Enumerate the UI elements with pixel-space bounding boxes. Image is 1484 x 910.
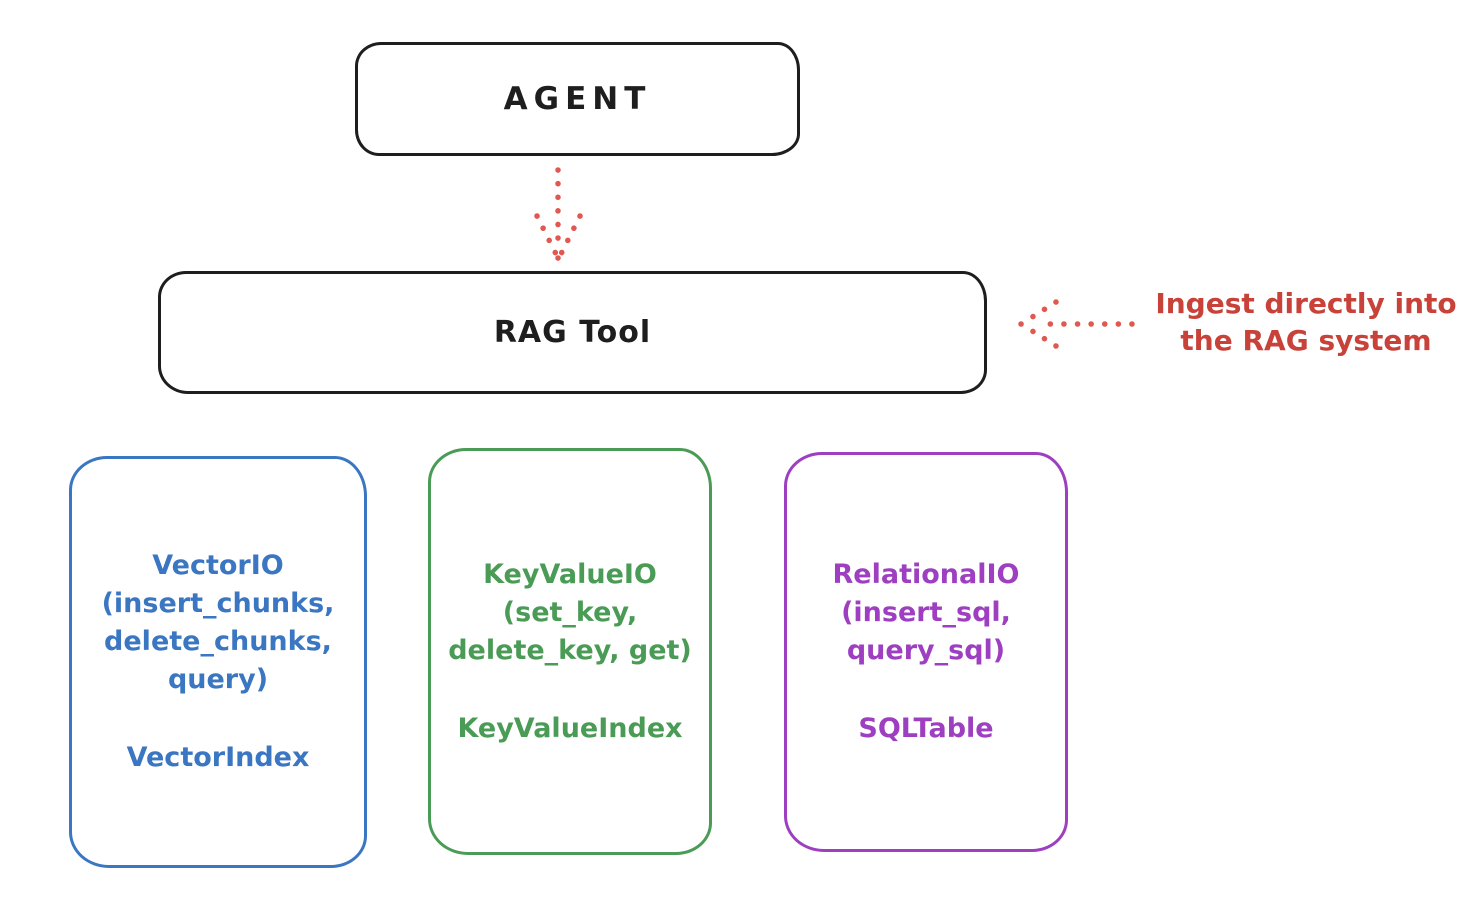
io-box-line: (set_key, bbox=[502, 596, 638, 628]
ingest-annotation-line2: the RAG system bbox=[1180, 324, 1432, 357]
vector-index-label: VectorIndex bbox=[126, 742, 310, 773]
io-box-line: (insert_chunks, bbox=[101, 588, 335, 619]
rag-tool-label: RAG Tool bbox=[493, 315, 652, 350]
io-box-line: delete_chunks, bbox=[104, 626, 332, 657]
agent-to-ragtool-arrow bbox=[534, 167, 583, 261]
vector-io-box: VectorIO (insert_chunks, delete_chunks, … bbox=[69, 456, 367, 868]
io-box-line: query) bbox=[167, 664, 269, 695]
io-box-line: VectorIO bbox=[152, 550, 284, 581]
sql-table-label: SQLTable bbox=[858, 713, 994, 744]
ingest-annotation-line1: Ingest directly into bbox=[1155, 287, 1457, 320]
agent-box: AGENT bbox=[355, 42, 800, 156]
io-box-line: RelationalIO bbox=[832, 559, 1020, 590]
ingest-arrow bbox=[1018, 299, 1135, 349]
agent-label: AGENT bbox=[503, 81, 652, 117]
io-box-line: delete_key, get) bbox=[448, 634, 692, 666]
keyvalue-io-box: KeyValueIO (set_key, delete_key, get) Ke… bbox=[428, 448, 712, 855]
keyvalue-index-label: KeyValueIndex bbox=[457, 712, 683, 744]
io-box-line: KeyValueIO bbox=[483, 558, 657, 590]
io-box-line: (insert_sql, bbox=[841, 597, 1011, 628]
io-box-line: query_sql) bbox=[846, 635, 1006, 666]
rag-tool-box: RAG Tool bbox=[158, 271, 987, 394]
relational-io-box: RelationalIO (insert_sql, query_sql) SQL… bbox=[784, 452, 1068, 852]
ingest-annotation: Ingest directly into the RAG system bbox=[1140, 285, 1472, 359]
